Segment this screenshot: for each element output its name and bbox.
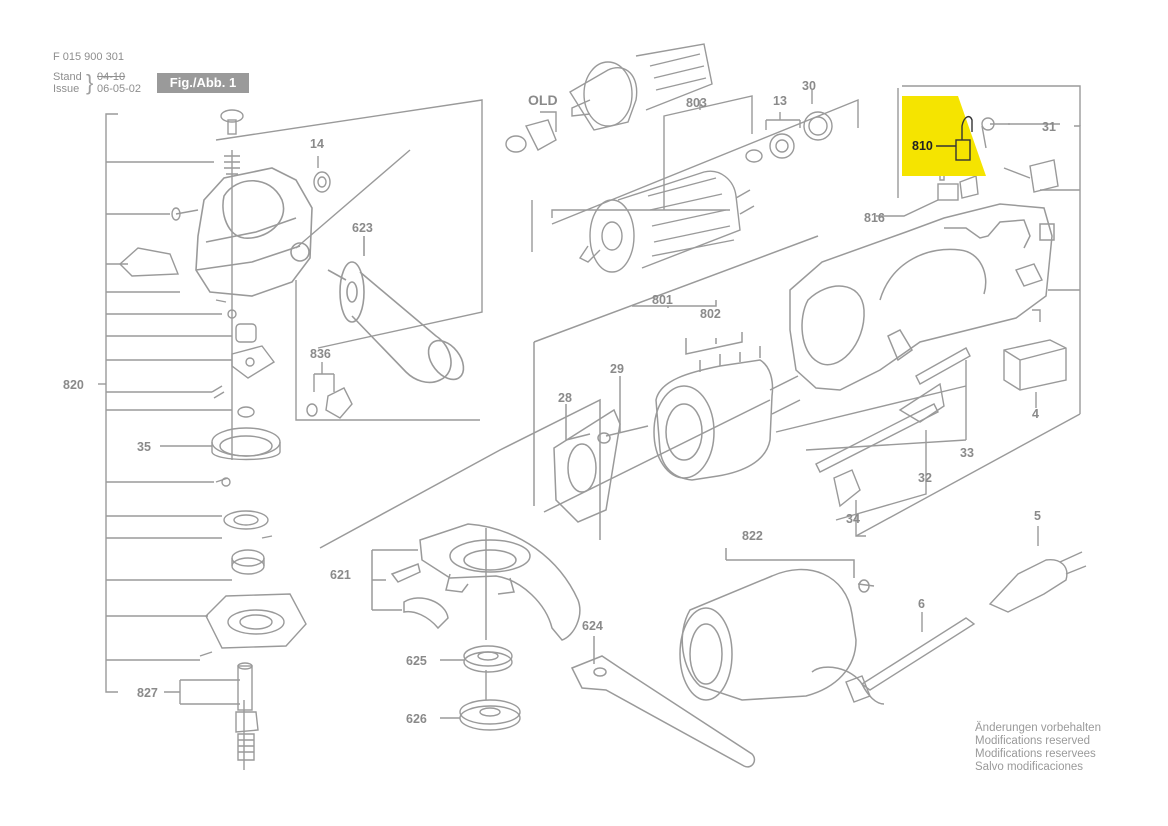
label-836: 836 — [310, 347, 331, 361]
switch-parts — [775, 159, 1067, 537]
label-801: 801 — [652, 293, 673, 307]
label-35: 35 — [137, 440, 151, 454]
wheel-guard-621 — [319, 398, 601, 641]
frame-gear-head — [215, 99, 483, 349]
note-line-es: Salvo modificaciones — [975, 761, 1084, 773]
bracket-31 — [855, 125, 1081, 537]
bracket-820 — [98, 113, 232, 693]
gear-housing — [195, 167, 313, 297]
armature-group — [505, 43, 859, 273]
label-623: 623 — [352, 221, 373, 235]
label-13: 13 — [773, 94, 787, 108]
note-line-en: Modifications reserved — [975, 735, 1091, 747]
label-820: 820 — [63, 378, 84, 392]
label-803: 803 — [686, 96, 707, 110]
label-29: 29 — [610, 362, 624, 376]
screw-top — [220, 109, 244, 135]
carbon-brush-810 — [936, 115, 973, 161]
label-625: 625 — [406, 654, 427, 668]
brush-holder-816 — [876, 171, 979, 217]
label-624: 624 — [582, 619, 603, 633]
label-4: 4 — [1032, 407, 1039, 421]
motor-cover-822 — [679, 548, 885, 705]
lock-button — [118, 247, 180, 277]
label-33: 33 — [960, 446, 974, 460]
bracket-827 — [164, 679, 240, 705]
spanner-624 — [570, 636, 756, 768]
plug-5 — [988, 526, 1087, 613]
label-810: 810 — [912, 139, 933, 153]
note-line-fr: Modifications reservees — [975, 748, 1096, 760]
issue-label: Issue — [53, 83, 80, 95]
washer-31 — [981, 117, 995, 131]
frame-top-right — [902, 85, 1081, 126]
figure-label: Fig./Abb. 1 — [157, 73, 249, 93]
field-stator — [533, 235, 819, 523]
brace-symbol: } — [86, 70, 94, 95]
label-31: 31 — [1042, 120, 1056, 134]
label-30: 30 — [802, 79, 816, 93]
cord-6 — [845, 612, 976, 703]
label-626: 626 — [406, 712, 427, 726]
modifications-note: Änderungen vorbehalten Modifications res… — [975, 722, 1101, 774]
label-827: 827 — [137, 686, 158, 700]
highlight-810 — [902, 96, 986, 176]
stand-label: Stand — [53, 71, 82, 83]
pinion-836 — [295, 280, 480, 421]
issue-value: 06-05-02 — [97, 83, 142, 95]
label-822: 822 — [742, 529, 763, 543]
label-14: 14 — [310, 137, 324, 151]
label-28: 28 — [558, 391, 572, 405]
part-labels: 14 623 836 820 35 827 OLD 803 13 30 810 … — [63, 79, 1056, 726]
note-line-de: Änderungen vorbehalten — [975, 722, 1101, 734]
side-screw — [171, 207, 199, 221]
label-6: 6 — [918, 597, 925, 611]
spindle-stack — [199, 309, 307, 761]
label-old: OLD — [528, 92, 558, 108]
flange-626 — [440, 670, 521, 731]
motor-housing — [789, 203, 1055, 391]
stand-value: 04-10 — [97, 71, 126, 83]
label-32: 32 — [918, 471, 932, 485]
part-14-washer — [313, 156, 331, 193]
label-5: 5 — [1034, 509, 1041, 523]
flange-625 — [440, 645, 513, 673]
label-802: 802 — [700, 307, 721, 321]
label-621: 621 — [330, 568, 351, 582]
spring — [224, 155, 240, 175]
side-handle-623 — [327, 236, 465, 384]
document-number: F 015 900 301 — [53, 51, 124, 63]
label-816: 816 — [864, 211, 885, 225]
label-34: 34 — [846, 512, 860, 526]
